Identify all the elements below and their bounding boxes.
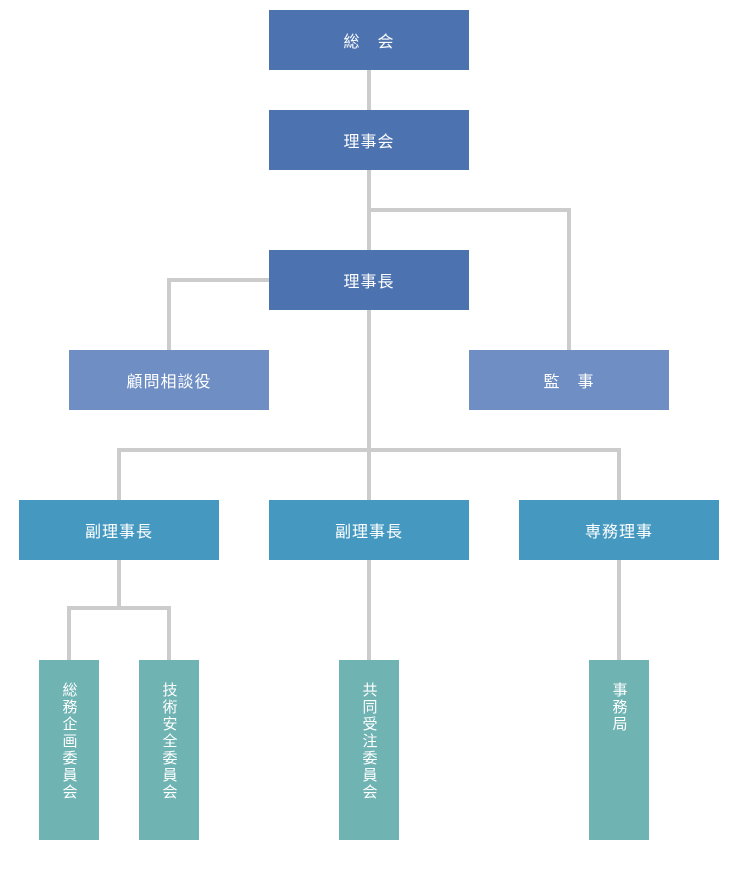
joint-order-committee-node: 共同受注委員会 <box>339 660 399 840</box>
managing-director-node: 専務理事 <box>519 500 719 560</box>
general-assembly-label: 総 会 <box>343 32 395 51</box>
chairman-node: 理事長 <box>269 250 469 310</box>
connector-line <box>167 278 171 350</box>
vice-chairman-node: 副理事長 <box>269 500 469 560</box>
secretariat-label: 事務局 <box>610 682 629 733</box>
vice-chairman-node: 副理事長 <box>19 500 219 560</box>
connector-line <box>617 560 621 660</box>
board-node: 理事会 <box>269 110 469 170</box>
connector-line <box>367 310 371 500</box>
vice-chairman-label: 副理事長 <box>334 522 403 541</box>
connector-line <box>367 208 571 212</box>
connector-line <box>567 208 571 350</box>
managing-director-label: 専務理事 <box>584 522 653 541</box>
general-assembly-node: 総 会 <box>269 10 469 70</box>
technical-safety-committee-label: 技術安全委員会 <box>160 682 179 801</box>
auditor-node: 監 事 <box>469 350 669 410</box>
connector-line <box>67 606 171 610</box>
vice-chairman-label: 副理事長 <box>84 522 153 541</box>
secretariat-node: 事務局 <box>589 660 649 840</box>
advisor-node: 顧問相談役 <box>69 350 269 410</box>
chairman-label: 理事長 <box>343 272 395 291</box>
connector-line <box>117 448 621 452</box>
advisor-label: 顧問相談役 <box>126 372 212 391</box>
joint-order-committee-label: 共同受注委員会 <box>360 682 379 801</box>
connector-line <box>617 448 621 500</box>
connector-line <box>367 70 371 110</box>
connector-line <box>117 448 121 500</box>
auditor-label: 監 事 <box>543 372 595 391</box>
connector-line <box>167 606 171 660</box>
connector-line <box>67 606 71 660</box>
board-label: 理事会 <box>343 132 395 151</box>
general-planning-committee-node: 総務企画委員会 <box>39 660 99 840</box>
connector-line <box>167 278 269 282</box>
connector-line <box>117 560 121 608</box>
technical-safety-committee-node: 技術安全委員会 <box>139 660 199 840</box>
general-planning-committee-label: 総務企画委員会 <box>60 682 79 801</box>
connector-line <box>367 560 371 660</box>
